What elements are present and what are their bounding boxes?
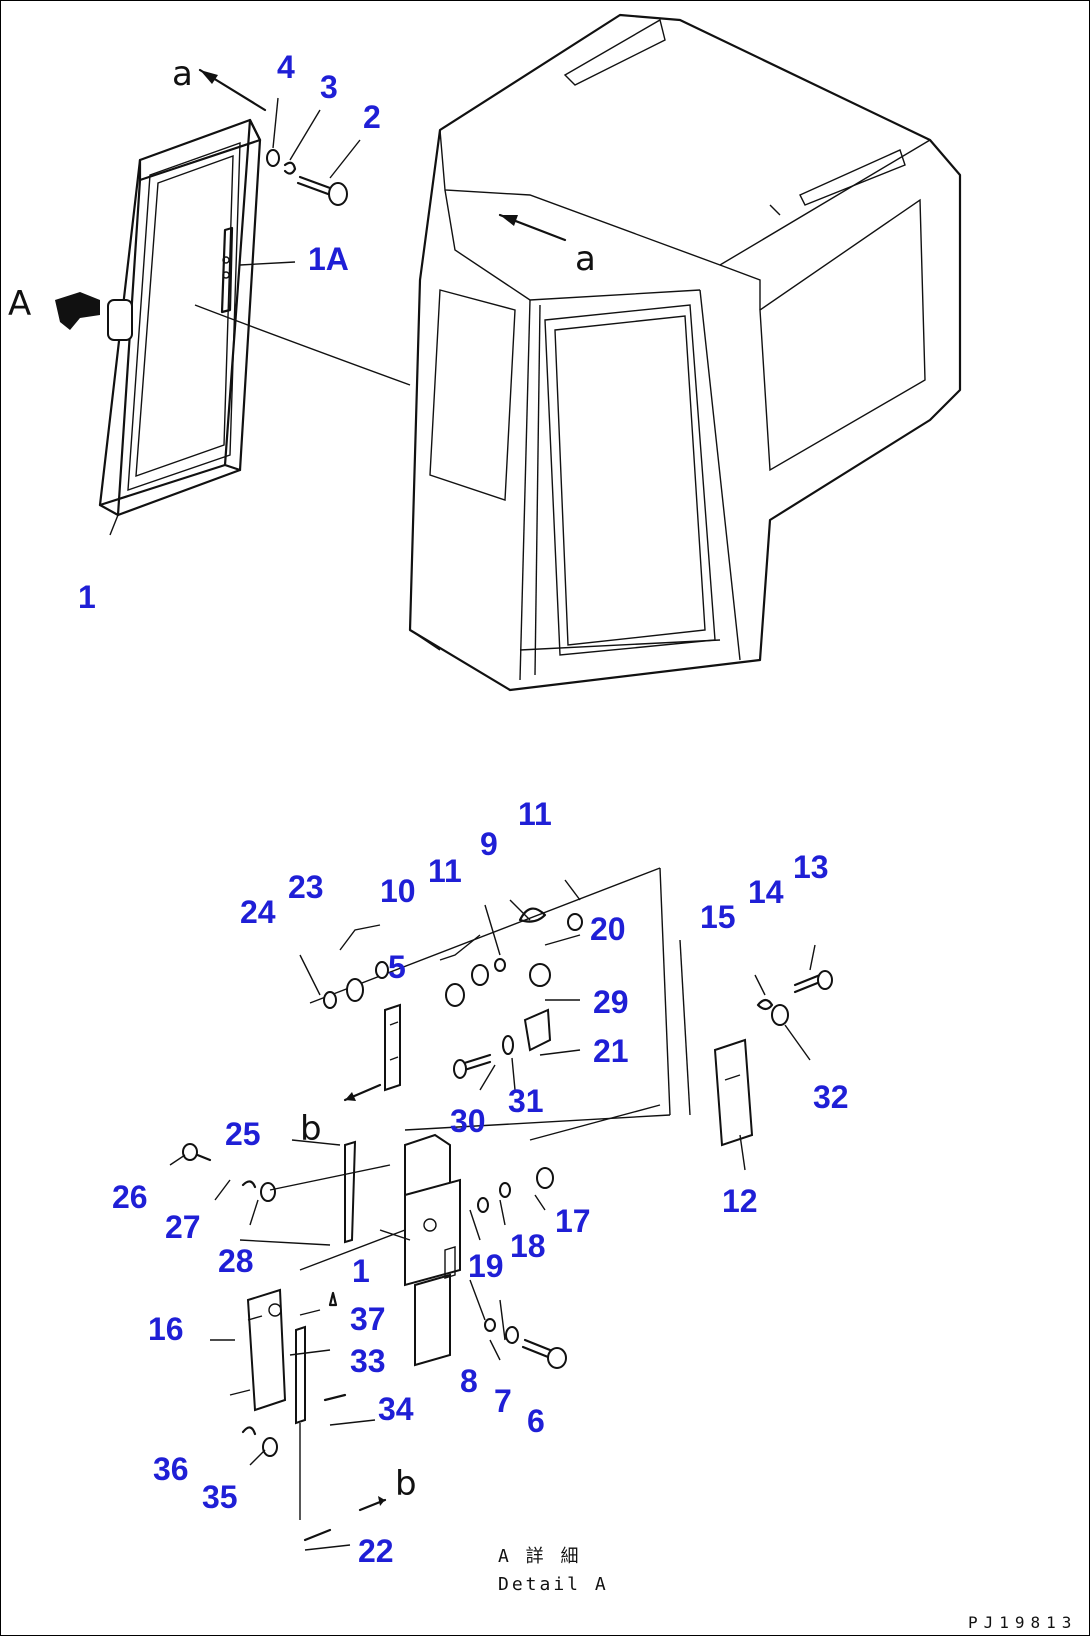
view-marker-b-upper: b — [300, 1109, 322, 1149]
callout-33: 33 — [350, 1343, 386, 1379]
view-arrow-a-top — [198, 68, 267, 112]
striker-plate-5 — [384, 1003, 401, 1092]
callout-34: 34 — [378, 1391, 414, 1427]
callout-27: 27 — [165, 1209, 201, 1245]
callout-18: 18 — [510, 1228, 546, 1264]
callout-11b: 11 — [518, 796, 552, 832]
callout-19: 19 — [468, 1248, 504, 1284]
callout-4: 4 — [277, 49, 295, 85]
callout-28: 28 — [218, 1243, 254, 1279]
callout-8: 8 — [460, 1363, 478, 1399]
lever-25 — [344, 1140, 357, 1244]
callout-16: 16 — [148, 1311, 184, 1347]
callout-5: 5 — [388, 949, 406, 985]
rod-33 — [295, 1325, 306, 1520]
view-marker-A: A — [8, 284, 31, 324]
small-parts-detail — [182, 907, 833, 1542]
callout-7: 7 — [494, 1383, 512, 1419]
callout-1: 1 — [78, 579, 96, 615]
handle-16 — [246, 1288, 287, 1412]
callout-11a: 11 — [428, 853, 462, 889]
callout-12: 12 — [722, 1183, 758, 1219]
view-arrow-A — [55, 292, 100, 330]
detail-title-en: Detail A — [498, 1574, 609, 1595]
callout-21: 21 — [593, 1033, 629, 1069]
window-frame-part — [98, 118, 411, 536]
callout-17: 17 — [555, 1203, 591, 1239]
screw-b-upper — [343, 1083, 382, 1102]
callout-15: 15 — [700, 899, 736, 935]
callout-29: 29 — [593, 984, 629, 1020]
callout-26: 26 — [112, 1179, 148, 1215]
callout-23: 23 — [288, 869, 324, 905]
screw-b-lower — [358, 1496, 387, 1512]
view-marker-a-top: a — [172, 54, 193, 94]
view-marker-a-cab: a — [575, 239, 596, 279]
drawing-code: PJ19813 — [968, 1613, 1077, 1632]
spring-washer-3 — [283, 161, 297, 175]
callout-20: 20 — [590, 911, 626, 947]
lock-assembly-1 — [404, 1133, 461, 1367]
callout-1-detail: 1 — [352, 1253, 370, 1289]
callout-6: 6 — [527, 1403, 545, 1439]
callout-25: 25 — [225, 1116, 261, 1152]
detail-title-jp: A 詳 細 — [498, 1546, 582, 1567]
callout-13: 13 — [793, 849, 829, 885]
callout-9: 9 — [480, 826, 498, 862]
washer-4 — [266, 149, 280, 167]
callout-32: 32 — [813, 1079, 849, 1115]
callout-35: 35 — [202, 1479, 238, 1515]
detail-a-leader-frame — [309, 867, 691, 1141]
leader-lines — [169, 879, 816, 1551]
callout-10: 10 — [380, 873, 416, 909]
bracket-12 — [713, 1038, 754, 1147]
callout-22: 22 — [358, 1533, 394, 1569]
callout-2: 2 — [363, 99, 381, 135]
bolt-2 — [296, 175, 348, 206]
view-marker-b-lower: b — [395, 1464, 417, 1504]
view-arrow-a-cab — [498, 213, 567, 242]
callout-3: 3 — [320, 69, 338, 105]
callout-1a: 1A — [308, 241, 349, 277]
callout-14: 14 — [748, 874, 784, 910]
cab-body — [408, 13, 962, 692]
callout-30: 30 — [450, 1103, 486, 1139]
callout-31: 31 — [508, 1083, 544, 1119]
callout-36: 36 — [153, 1451, 189, 1487]
callout-37: 37 — [350, 1301, 386, 1337]
callout-24: 24 — [240, 894, 276, 930]
